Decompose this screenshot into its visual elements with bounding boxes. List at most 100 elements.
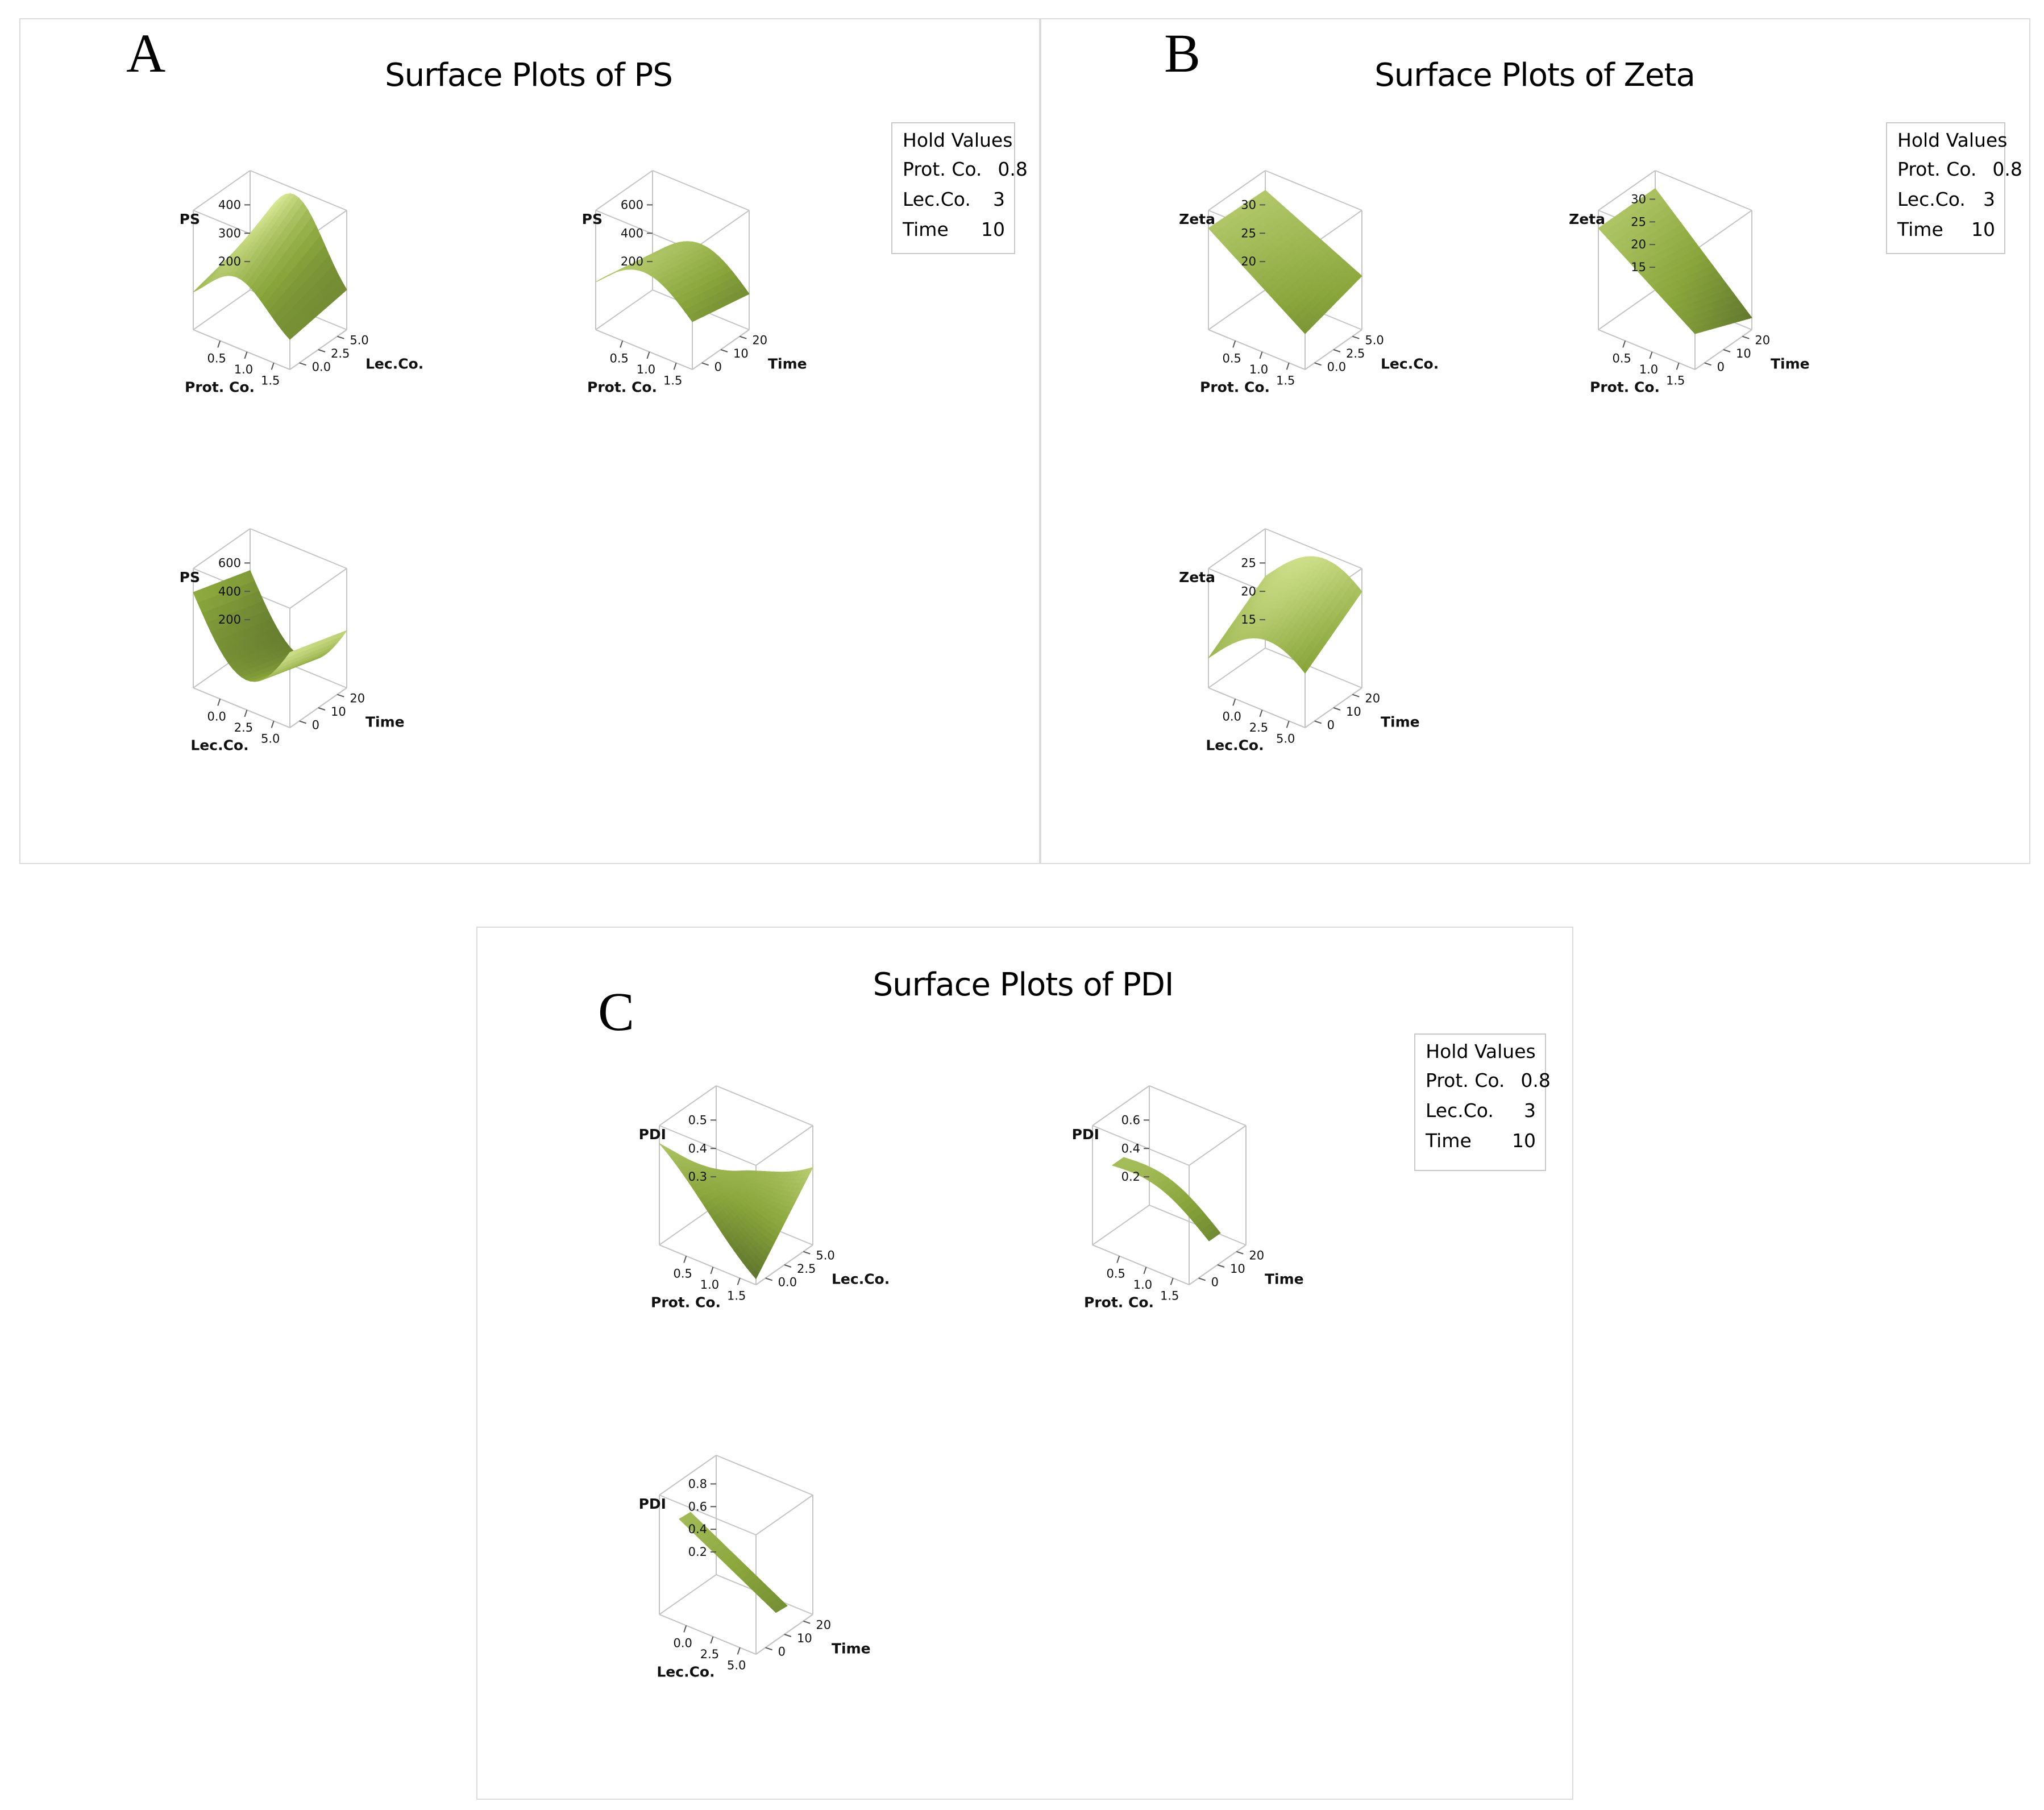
x-tick-label: 0.0 xyxy=(674,1636,692,1650)
z-tick-label: 0.5 xyxy=(688,1113,707,1127)
y-tick-label: 10 xyxy=(797,1632,812,1645)
surface-mesh xyxy=(679,1512,788,1613)
x-tick xyxy=(244,351,248,359)
surface-mesh xyxy=(193,193,347,340)
x-tick xyxy=(1170,1278,1174,1285)
hold-values-heading: Hold Values xyxy=(1897,129,2008,151)
z-tick-label: 25 xyxy=(1241,556,1256,570)
x-tick xyxy=(710,1267,714,1275)
z-tick-label: 0.4 xyxy=(1121,1141,1140,1155)
surface-facet xyxy=(1208,651,1216,658)
x-axis-label: Prot. Co. xyxy=(1590,379,1660,396)
x-tick-label: 2.5 xyxy=(1249,721,1268,734)
x-axis-label: Lec.Co. xyxy=(1206,737,1264,754)
y-axis-label: Time xyxy=(832,1641,871,1657)
z-tick-label: 0.8 xyxy=(688,1477,707,1491)
x-tick xyxy=(271,721,275,728)
hold-row: Prot. Co.0.8 xyxy=(1897,158,2022,180)
z-tick-label: 0.4 xyxy=(688,1522,707,1536)
y-tick-label: 2.5 xyxy=(797,1262,816,1276)
y-axis-label: Lec.Co. xyxy=(1381,356,1439,372)
x-tick-label: 1.0 xyxy=(700,1278,719,1292)
y-tick xyxy=(784,1264,792,1268)
x-tick xyxy=(1143,1267,1147,1275)
z-axis-label: Zeta xyxy=(1179,569,1215,586)
x-tick xyxy=(271,363,275,370)
x-axis-label: Lec.Co. xyxy=(657,1664,714,1680)
y-axis-label: Time xyxy=(1771,356,1810,372)
x-tick xyxy=(244,709,248,717)
y-axis-label: Time xyxy=(1265,1271,1304,1288)
z-axis-label: Zeta xyxy=(1569,211,1605,227)
panel-title-b: Surface Plots of Zeta xyxy=(1374,57,1696,94)
panel-a xyxy=(19,18,1040,864)
y-tick-label: 5.0 xyxy=(1365,334,1384,347)
z-tick-label: 20 xyxy=(1241,584,1256,598)
y-tick-label: 2.5 xyxy=(1346,347,1365,360)
y-tick xyxy=(1352,694,1360,698)
panel-b xyxy=(1040,18,2030,864)
surface-mesh xyxy=(193,570,348,682)
z-axis-label: Zeta xyxy=(1179,211,1215,227)
z-tick-label: 300 xyxy=(218,226,241,240)
surface-mesh xyxy=(659,1143,813,1280)
x-tick xyxy=(673,363,677,370)
hold-row: Lec.Co.3 xyxy=(1897,188,1995,210)
y-tick xyxy=(1333,707,1341,711)
x-tick xyxy=(1622,341,1626,348)
y-tick-label: 20 xyxy=(350,692,365,705)
z-tick-label: 15 xyxy=(1631,260,1646,274)
x-tick-label: 1.5 xyxy=(1276,373,1295,387)
y-tick-label: 0 xyxy=(714,360,722,373)
x-tick-label: 0.5 xyxy=(1613,351,1631,365)
y-tick-label: 20 xyxy=(1365,692,1380,705)
y-tick-label: 10 xyxy=(1736,347,1751,360)
hold-row: Prot. Co.0.8 xyxy=(1426,1069,1551,1091)
y-tick xyxy=(1198,1277,1206,1281)
surface-mesh xyxy=(1208,189,1362,334)
panel-letter-b: B xyxy=(1164,23,1201,84)
x-axis-label: Prot. Co. xyxy=(587,379,657,396)
surface-facet xyxy=(1598,226,1606,234)
z-tick-label: 0.6 xyxy=(688,1500,707,1513)
x-tick-label: 1.5 xyxy=(663,373,682,387)
x-tick xyxy=(710,1636,714,1644)
z-tick-label: 0.2 xyxy=(688,1545,707,1559)
y-tick-label: 10 xyxy=(733,347,749,360)
z-axis-label: PDI xyxy=(639,1126,666,1143)
y-tick xyxy=(803,1251,811,1255)
y-tick xyxy=(1704,362,1711,366)
y-tick xyxy=(740,335,747,339)
z-tick-label: 0.4 xyxy=(688,1141,707,1155)
y-tick xyxy=(803,1620,811,1624)
y-tick-label: 2.5 xyxy=(331,347,350,360)
y-tick-label: 0 xyxy=(1717,360,1725,373)
x-tick xyxy=(1259,709,1263,717)
z-tick-label: 400 xyxy=(621,226,643,240)
surface-facet xyxy=(1208,226,1216,234)
y-tick xyxy=(318,349,326,352)
y-axis-label: Lec.Co. xyxy=(365,356,423,372)
surface-facet xyxy=(1111,1164,1118,1168)
y-tick-label: 5.0 xyxy=(816,1249,834,1263)
x-tick-label: 0.5 xyxy=(1223,351,1241,365)
hold-row: Lec.Co.3 xyxy=(1426,1099,1536,1122)
y-tick-label: 0 xyxy=(1211,1275,1219,1289)
y-axis-label: Time xyxy=(768,356,807,372)
y-tick xyxy=(1333,349,1341,352)
x-axis-label: Prot. Co. xyxy=(1084,1294,1154,1311)
x-axis-label: Prot. Co. xyxy=(185,379,255,396)
y-tick xyxy=(337,694,344,698)
x-tick-label: 0.5 xyxy=(1107,1267,1125,1280)
z-tick-label: 200 xyxy=(218,255,241,268)
z-tick-label: 200 xyxy=(621,255,643,268)
x-tick xyxy=(1649,351,1653,359)
y-tick-label: 20 xyxy=(752,334,767,347)
